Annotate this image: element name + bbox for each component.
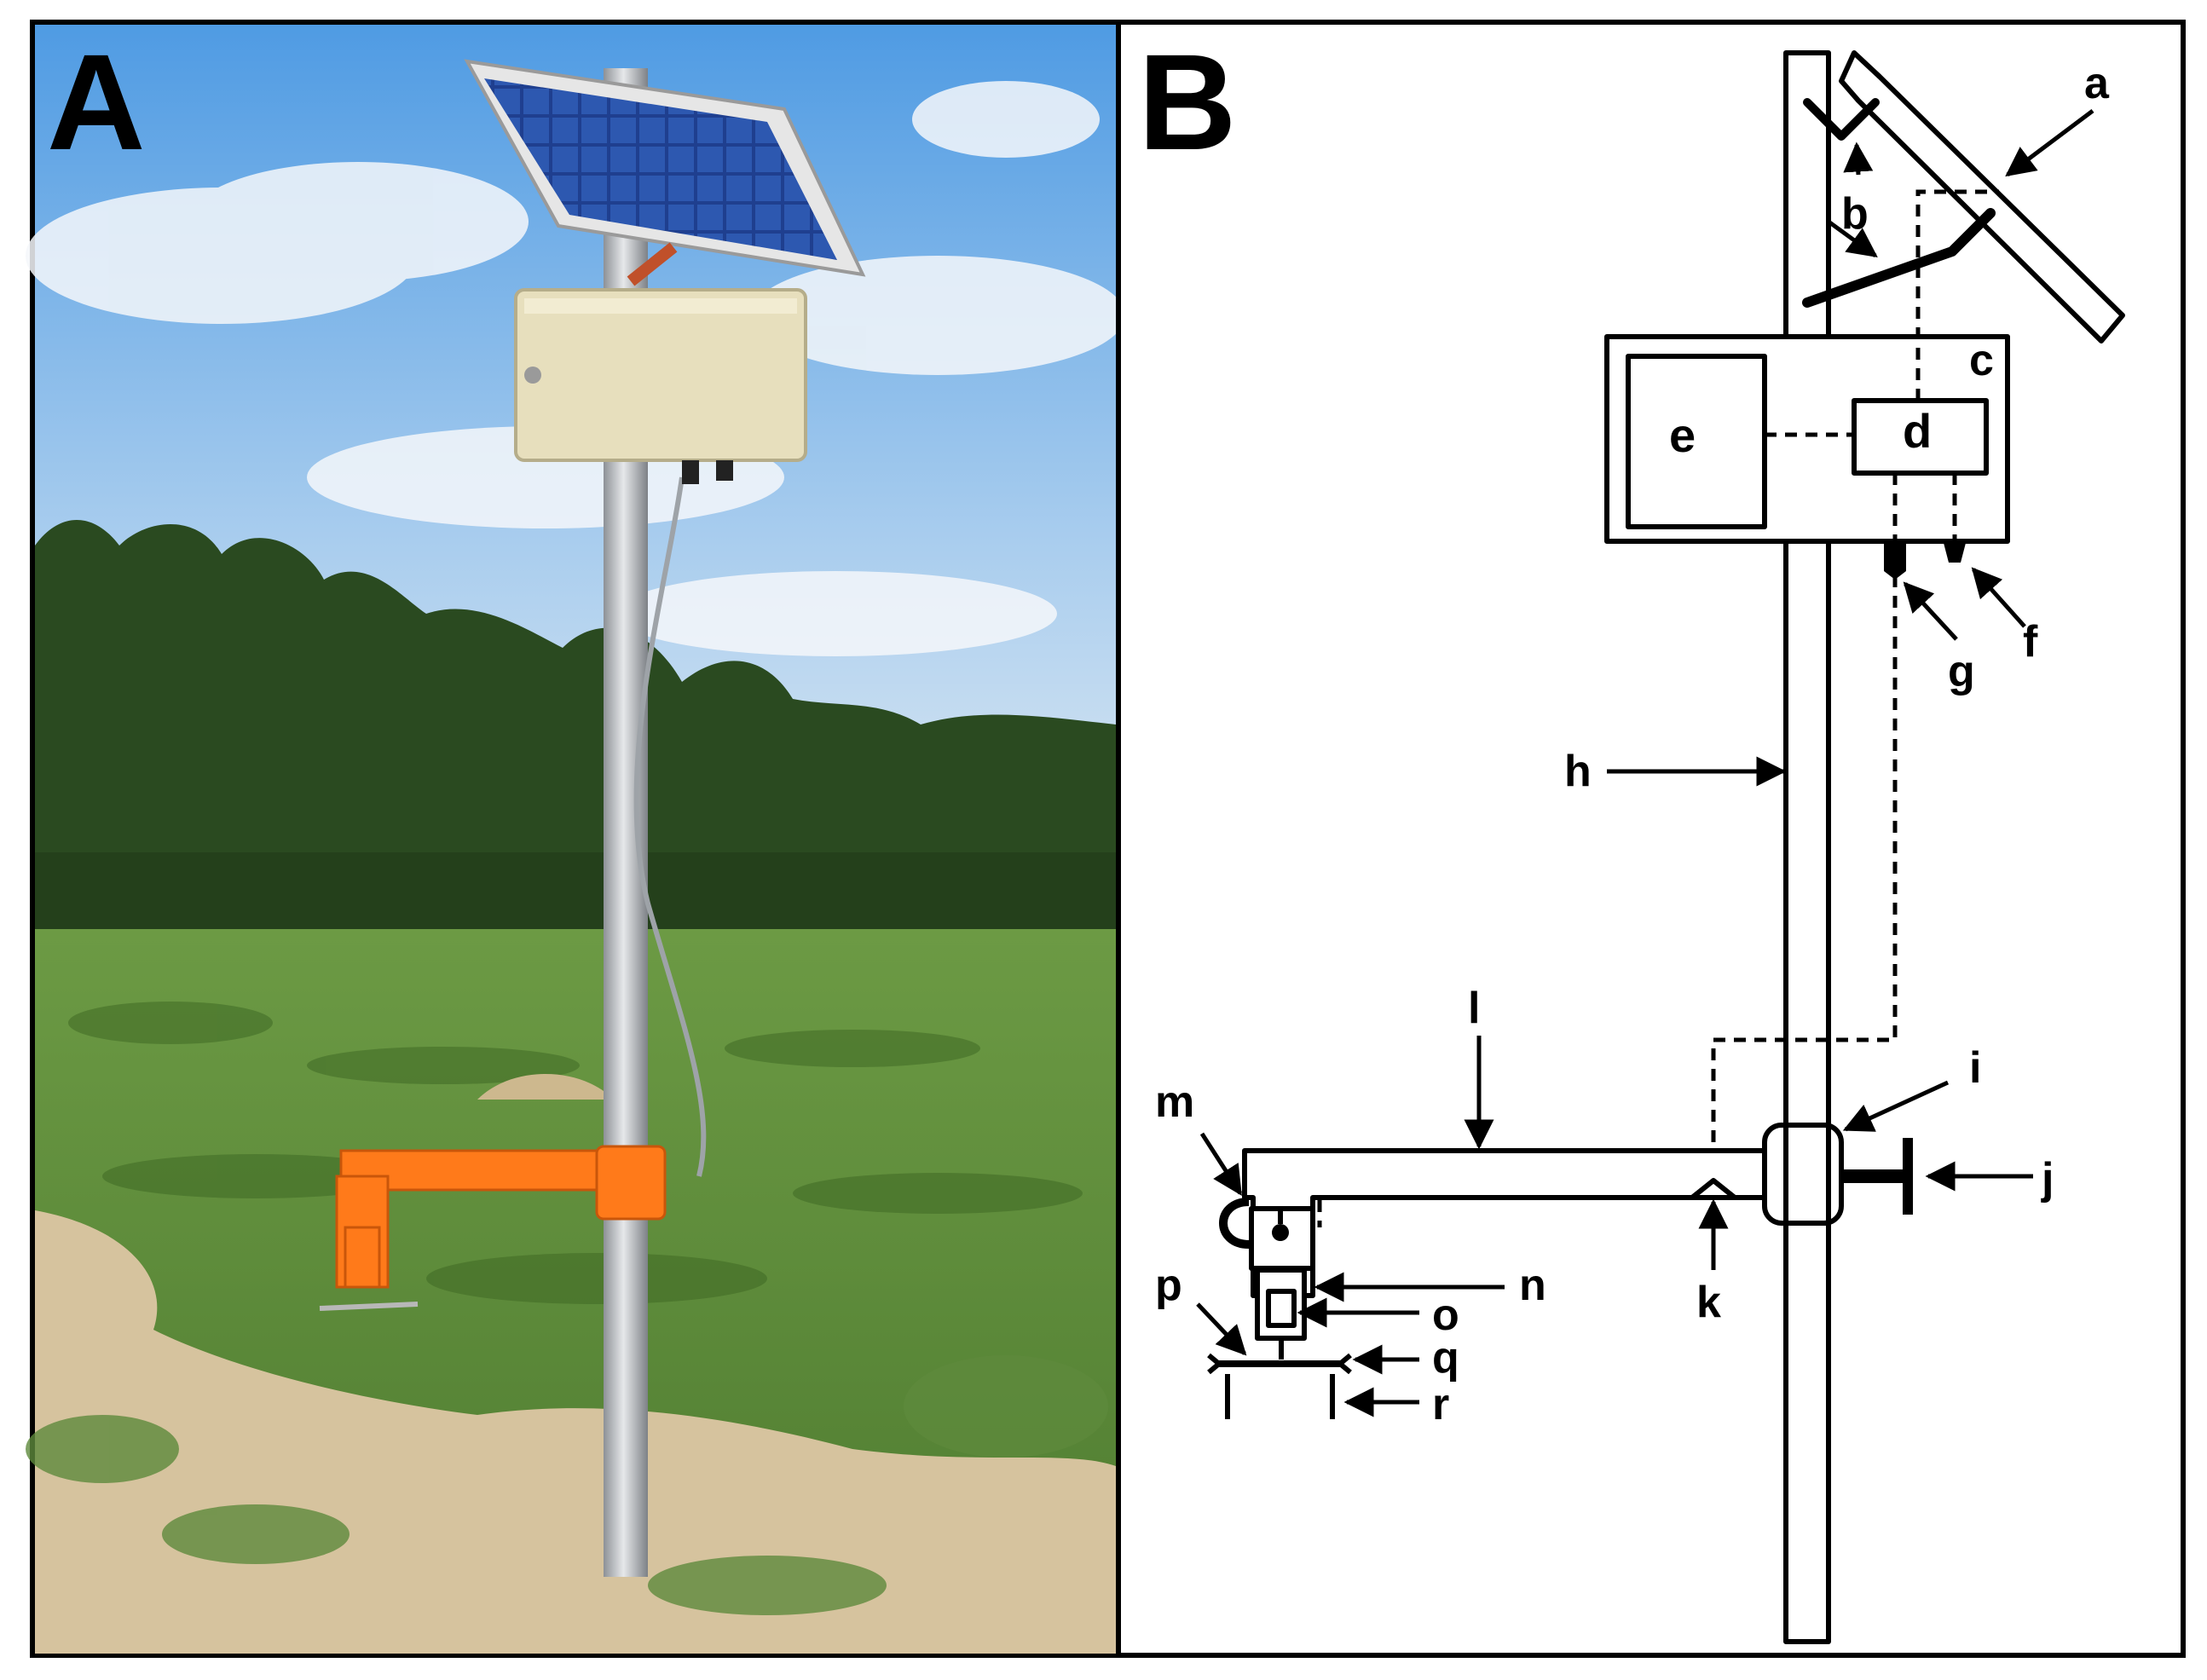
label-f: f	[2023, 617, 2038, 667]
arrow-f	[1971, 567, 2026, 628]
diagram-hinge-pin	[1272, 1224, 1289, 1241]
diagram-bracket-upper	[1803, 98, 1880, 141]
label-o: o	[1432, 1290, 1459, 1340]
label-b: b	[1841, 189, 1869, 239]
diagram-sensor	[1266, 1289, 1297, 1328]
label-e: e	[1669, 408, 1696, 462]
label-k: k	[1696, 1278, 1721, 1327]
label-h: h	[1564, 747, 1592, 796]
label-g: g	[1948, 647, 1975, 696]
arrow-a	[2005, 109, 2094, 177]
label-i: i	[1969, 1043, 1981, 1093]
panel-b-schematic: B	[1116, 20, 2186, 1658]
diagram-connectors	[1884, 543, 1966, 580]
diagram-battery-box	[1626, 354, 1767, 529]
diagram-connector-f	[1944, 543, 1966, 563]
label-c: c	[1969, 336, 1994, 385]
diagram-ground-rod	[1207, 1353, 1352, 1419]
photo-solar-panel	[464, 59, 866, 277]
diagram-pivot	[1690, 1178, 1737, 1200]
panel-b-frame	[1116, 20, 2186, 1658]
diagram-bracket-lower	[1802, 208, 1996, 308]
arrow-b-lower	[1827, 219, 1878, 258]
photo-cable	[633, 476, 707, 1177]
photo-enclosure	[514, 288, 807, 484]
arrow-i	[1842, 1080, 1950, 1132]
diagram-set-screw	[1841, 1138, 1913, 1215]
label-r: r	[1432, 1380, 1449, 1429]
diagram-solar-panel	[1839, 50, 2125, 344]
panel-a-photo: A	[26, 20, 1125, 1658]
soil-mound	[477, 1074, 614, 1100]
label-p: p	[1155, 1261, 1182, 1310]
diagram-arrows	[1196, 109, 2094, 1417]
grass-tufts	[26, 1355, 1108, 1615]
label-l: l	[1468, 984, 1480, 1033]
arrow-m	[1199, 1132, 1243, 1196]
panel-letter-b: B	[1138, 26, 1237, 178]
diagram-hook-m	[1219, 1198, 1250, 1249]
label-j: j	[2041, 1154, 2054, 1204]
diagram-pole	[1783, 50, 1831, 1644]
label-m: m	[1155, 1077, 1194, 1127]
photo-sensor-arm	[335, 1145, 667, 1289]
label-n: n	[1519, 1261, 1546, 1310]
diagram-connector-g	[1884, 543, 1906, 580]
photo-panel-bracket	[627, 242, 678, 286]
diagram-pole-through-clamp	[1783, 1123, 1831, 1226]
label-d: d	[1903, 404, 1932, 458]
field-texture	[68, 1002, 1083, 1304]
label-q: q	[1432, 1333, 1459, 1383]
tree-line	[35, 520, 1116, 946]
panel-letter-a: A	[47, 26, 146, 178]
arrow-g	[1903, 581, 1958, 641]
diagram-logger-box	[1852, 398, 1989, 476]
photo-sensor-rod	[319, 1302, 419, 1311]
arrow-b-upper	[1843, 141, 1874, 176]
label-a: a	[2084, 59, 2110, 108]
arrow-p	[1196, 1302, 1247, 1356]
